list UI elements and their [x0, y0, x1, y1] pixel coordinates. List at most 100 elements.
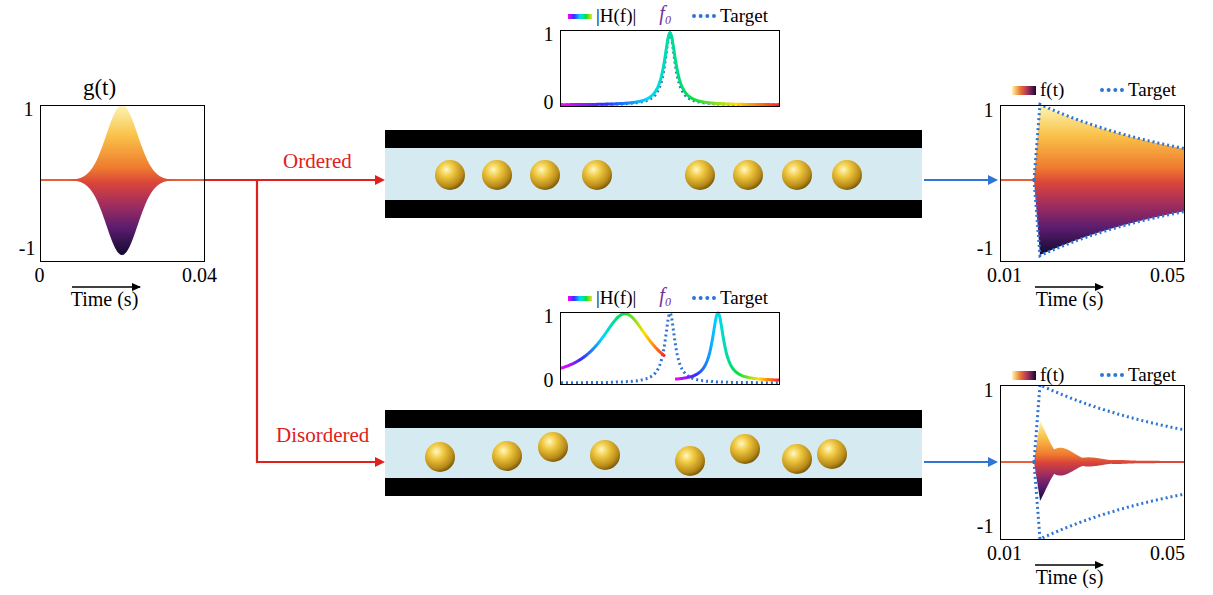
response-plot: f₀10 [560, 30, 780, 107]
response-curve [561, 33, 779, 105]
plot-curve [1001, 179, 1036, 181]
input-pulse-plot: g(t)1-100.04Time (s) [40, 105, 205, 262]
legend-text: |H(f)| [596, 6, 636, 27]
gold-sphere [590, 440, 620, 470]
waveguide-disordered [385, 410, 922, 496]
target-envelope [1034, 385, 1184, 462]
axis-label: g(t) [83, 75, 116, 100]
plot-curve [1034, 105, 1184, 255]
axis-label: -1 [977, 237, 994, 259]
legend-entry: Target [1100, 365, 1176, 386]
gold-sphere [782, 160, 812, 190]
plot-curves [41, 33, 1184, 539]
svg-part [385, 410, 922, 428]
legend-entry: |H(f)| [568, 288, 636, 309]
gold-sphere [733, 160, 763, 190]
axis-label: Time (s) [71, 288, 139, 310]
gold-sphere [782, 444, 812, 474]
svg-part [385, 478, 922, 496]
gold-sphere [425, 442, 455, 472]
gold-sphere [492, 441, 522, 471]
output-signal-plot: 1-10.010.05Time (s) [1000, 385, 1185, 540]
legend-entry: f(t) [1012, 80, 1064, 101]
legend-swatch [1012, 371, 1036, 380]
response-plot: f₀10 [560, 312, 780, 385]
axis-label: 0 [544, 91, 554, 113]
legend-swatch [568, 296, 592, 301]
legend-text: |H(f)| [596, 288, 636, 309]
legend-swatch [1012, 86, 1036, 95]
legend-entry: Target [692, 288, 768, 309]
time-arrows [72, 287, 1103, 565]
legend-swatch [1100, 88, 1124, 92]
plot-curve [60, 105, 184, 255]
output-arrows [924, 180, 996, 462]
svg-part [924, 461, 996, 463]
axis-label: Time (s) [1036, 288, 1104, 310]
legend-swatch [1100, 373, 1124, 377]
legend-swatch [568, 14, 592, 19]
axis-label: -1 [977, 515, 994, 537]
legend-text: Target [720, 288, 768, 309]
response-curve [561, 314, 665, 369]
input-arrows [205, 180, 383, 462]
axis-label: 0.01 [987, 264, 1022, 286]
output-signal-plot: 1-10.010.05Time (s) [1000, 105, 1185, 262]
svg-part [385, 130, 922, 148]
legend-text: f(t) [1040, 80, 1064, 101]
gold-sphere [832, 160, 862, 190]
target-envelope [1034, 104, 1184, 180]
gold-sphere [582, 160, 612, 190]
legend-text: f(t) [1040, 365, 1064, 386]
axis-label: 0.01 [987, 542, 1022, 564]
branch-label: Ordered [283, 150, 352, 173]
legend-entry: f(t) [1012, 365, 1064, 386]
axis-label: -1 [19, 237, 36, 259]
gold-sphere [730, 434, 760, 464]
waveguide-ordered [385, 130, 922, 218]
legend-entry: Target [692, 6, 768, 27]
gold-sphere [530, 160, 560, 190]
svg-part [385, 428, 922, 478]
axis-label: 0 [544, 369, 554, 391]
plot-curve [1034, 421, 1184, 501]
target-envelope [1034, 462, 1184, 539]
gold-sphere [538, 432, 568, 462]
gold-sphere [817, 439, 847, 469]
scatterer-spheres [425, 160, 862, 476]
gold-sphere [685, 160, 715, 190]
svg-part [924, 179, 996, 181]
target-envelope [1034, 180, 1184, 256]
axis-label: 1 [984, 379, 994, 401]
axis-label: 1 [24, 98, 34, 120]
legend-text: Target [1128, 365, 1176, 386]
gold-sphere [482, 160, 512, 190]
svg-part [205, 179, 383, 181]
axis-label: 0 [35, 264, 45, 286]
axis-label: 0.05 [1150, 264, 1185, 286]
target-response [561, 313, 779, 383]
axis-label: 1 [984, 99, 994, 121]
svg-part [385, 200, 922, 218]
frequency-marker: f₀ [659, 284, 672, 306]
legend-swatch [692, 14, 716, 18]
svg-part [385, 148, 922, 200]
legend-swatch [692, 296, 716, 300]
branch-label: Disordered [276, 424, 369, 447]
axis-label: Time (s) [1036, 566, 1104, 588]
svg-part [257, 180, 383, 462]
gold-sphere [435, 160, 465, 190]
axis-label: 0.05 [1150, 542, 1185, 564]
axis-label: 1 [544, 23, 554, 45]
legend-entry: |H(f)| [568, 6, 636, 27]
frequency-marker: f₀ [659, 2, 672, 24]
legend-text: Target [1128, 80, 1176, 101]
legend-entry: Target [1100, 80, 1176, 101]
gold-sphere [675, 446, 705, 476]
legend-text: Target [720, 6, 768, 27]
target-response [561, 33, 779, 105]
axis-label: 0.04 [182, 264, 217, 286]
response-curve [675, 313, 779, 380]
axis-label: 1 [544, 305, 554, 327]
plot-curve [1001, 461, 1036, 463]
